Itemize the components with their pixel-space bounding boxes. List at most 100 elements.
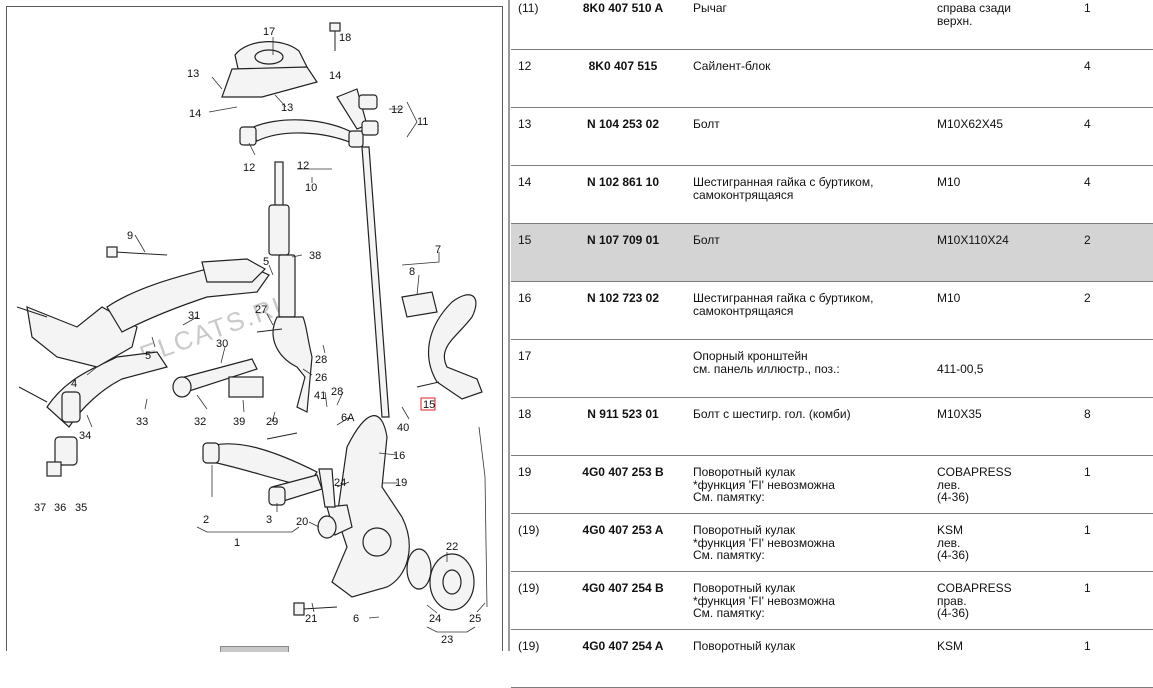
row-qty-cell: 4 (1084, 59, 1091, 73)
row-part-number-cell: N 102 861 10 (586, 175, 660, 189)
row-name-cell: Рычаг (693, 1, 727, 15)
callout-14: 14 (329, 70, 341, 82)
row-note-cell: KSM (937, 639, 964, 653)
row-position-cell: 16 (518, 291, 532, 305)
row-name-cell: Опорный кронштейн см. панель иллюстр., п… (693, 349, 840, 376)
upper-arm-right (336, 88, 379, 136)
row-qty-cell: 4 (1084, 117, 1091, 131)
callout-5: 5 (263, 256, 269, 268)
row-name-cell: Шестигранная гайка с буртиком, самоконтр… (693, 175, 874, 202)
leader-lines (86, 37, 488, 633)
row-qty-cell: 1 (1084, 639, 1091, 653)
callout-28: 28 (315, 354, 327, 366)
row-position-cell: 15 (518, 233, 532, 247)
row-position-cell: (19) (518, 639, 540, 653)
row-note-cell: M10 (937, 291, 961, 305)
row-qty-cell: 2 (1084, 233, 1091, 247)
row-qty-cell: 1 (1084, 1, 1091, 15)
row-qty-cell: 1 (1084, 465, 1091, 479)
row-note-cell: M10X110X24 (937, 233, 1009, 247)
callout-20: 20 (296, 516, 308, 528)
callout-37: 37 (34, 502, 46, 514)
callout-8: 8 (409, 266, 415, 278)
shock-absorber (268, 161, 313, 413)
callout-12: 12 (243, 162, 255, 174)
row-name-cell: Сайлент-блок (693, 59, 771, 73)
callout-19: 19 (395, 477, 407, 489)
upper-arm-left (239, 119, 364, 148)
row-qty-cell: 1 (1084, 523, 1091, 537)
row-position-cell: 12 (518, 59, 532, 73)
callout-24: 24 (429, 613, 441, 625)
callout-39: 39 (233, 416, 245, 428)
callout-41: 41 (314, 390, 326, 402)
row-part-number-cell: 4G0 407 253 A (582, 523, 664, 537)
callout-34: 34 (79, 430, 91, 442)
stabilizer-bar (16, 306, 168, 428)
row-part-number-cell: N 102 723 02 (586, 291, 660, 305)
callout-10: 10 (305, 182, 317, 194)
callout-11: 11 (417, 116, 428, 128)
callout-2: 2 (203, 514, 209, 526)
callout-21: 21 (305, 613, 317, 625)
callout-31: 31 (188, 310, 200, 322)
row-position-cell: 13 (518, 117, 532, 131)
row-position-cell: 18 (518, 407, 532, 421)
callout-13: 13 (281, 102, 293, 114)
stabilizer-bushings (46, 391, 81, 477)
callout-6: 6 (353, 613, 359, 625)
row-qty-cell: 1 (1084, 581, 1091, 595)
table-row[interactable]: 17 Опорный кронштейн см. панель иллюстр.,… (511, 340, 1153, 398)
row-name-cell: Болт (693, 117, 720, 131)
row-qty-cell: 2 (1084, 291, 1091, 305)
lower-link (172, 358, 264, 398)
callout-15-highlight (420, 397, 436, 411)
row-note-cell: M10 (937, 175, 961, 189)
row-note-cell: M10X35 (937, 407, 982, 421)
callout-24: 24 (334, 477, 346, 489)
callout-17: 17 (263, 26, 275, 38)
lower-control-arm (202, 442, 323, 506)
callout-12: 12 (297, 160, 309, 172)
callout-15: 15 (423, 399, 435, 411)
callout-32: 32 (194, 416, 206, 428)
row-name-cell: Болт (693, 233, 720, 247)
callout-18: 18 (339, 32, 351, 44)
row-part-number-cell: 4G0 407 254 A (582, 639, 664, 653)
row-part-number-cell: 4G0 407 254 B (582, 581, 664, 595)
row-note-cell: COBAPRESS лев. (4-36) (937, 465, 1012, 504)
row-position-cell: 17 (518, 349, 532, 363)
long-link-rod (361, 146, 390, 418)
callout-5: 5 (145, 350, 151, 362)
row-part-number-cell: N 104 253 02 (586, 117, 660, 131)
table-row[interactable]: 14 N 102 861 10 Шестигранная гайка с бурти… (511, 166, 1153, 224)
scrollbar-thumb[interactable] (220, 646, 289, 652)
panel-divider[interactable] (508, 0, 510, 651)
callout-38: 38 (309, 250, 321, 262)
row-note-cell: COBAPRESS прав. (4-36) (937, 581, 1012, 620)
front-arm (401, 291, 483, 400)
callout-29: 29 (266, 416, 278, 428)
callout-9: 9 (127, 230, 133, 242)
callout-1: 1 (234, 537, 240, 549)
callout-28: 28 (331, 386, 343, 398)
mount-bracket (221, 41, 318, 98)
callout-7: 7 (435, 244, 441, 256)
row-name-cell: Поворотный кулак *функция 'FI' невозможн… (693, 465, 835, 504)
subframe (106, 258, 270, 333)
row-position-cell: 14 (518, 175, 532, 189)
callout-6a: 6A (341, 412, 355, 424)
callout-36: 36 (54, 502, 66, 514)
callout-26: 26 (315, 372, 327, 384)
callout-33: 33 (136, 416, 148, 428)
